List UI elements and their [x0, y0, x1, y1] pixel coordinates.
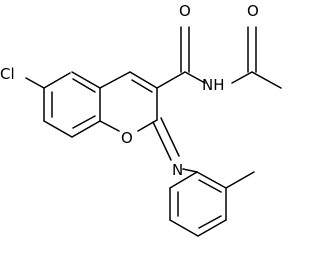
atom-label-n-imine: N [172, 161, 183, 179]
benzo-ring [43, 71, 101, 138]
bond-co-nh [184, 71, 206, 84]
bond [131, 79, 153, 93]
tolyl-ring [169, 171, 227, 237]
bond [71, 120, 101, 138]
bond [129, 71, 158, 89]
bond [196, 171, 227, 189]
atom-label-nh: NH [202, 76, 225, 94]
bond-c-cl [25, 77, 45, 89]
bond [197, 219, 227, 237]
bond [137, 119, 158, 132]
bond-ar-methyl [225, 171, 255, 189]
bond [72, 115, 96, 129]
bond [169, 171, 198, 189]
atom-label-o-ring: O [121, 129, 133, 147]
bond-imine-double [152, 121, 172, 161]
bond-acetyl-methyl [251, 71, 282, 89]
bond [99, 71, 131, 89]
bond [43, 72, 71, 89]
bond-c-co [156, 71, 186, 89]
bond-imine-double [160, 117, 180, 157]
pyran-ring [99, 71, 158, 132]
bond-n-aryl [182, 168, 198, 173]
atom-label-cl: Cl [0, 65, 15, 83]
bond [169, 219, 199, 237]
bond [71, 71, 101, 89]
bond [99, 120, 120, 132]
bond [43, 120, 73, 138]
atom-label-o-amide: O [179, 2, 191, 20]
atom-label-o-acetyl: O [247, 2, 259, 20]
bond [198, 215, 222, 229]
bond-nh-co [231, 71, 253, 84]
bond [72, 78, 96, 93]
bond [198, 179, 222, 193]
